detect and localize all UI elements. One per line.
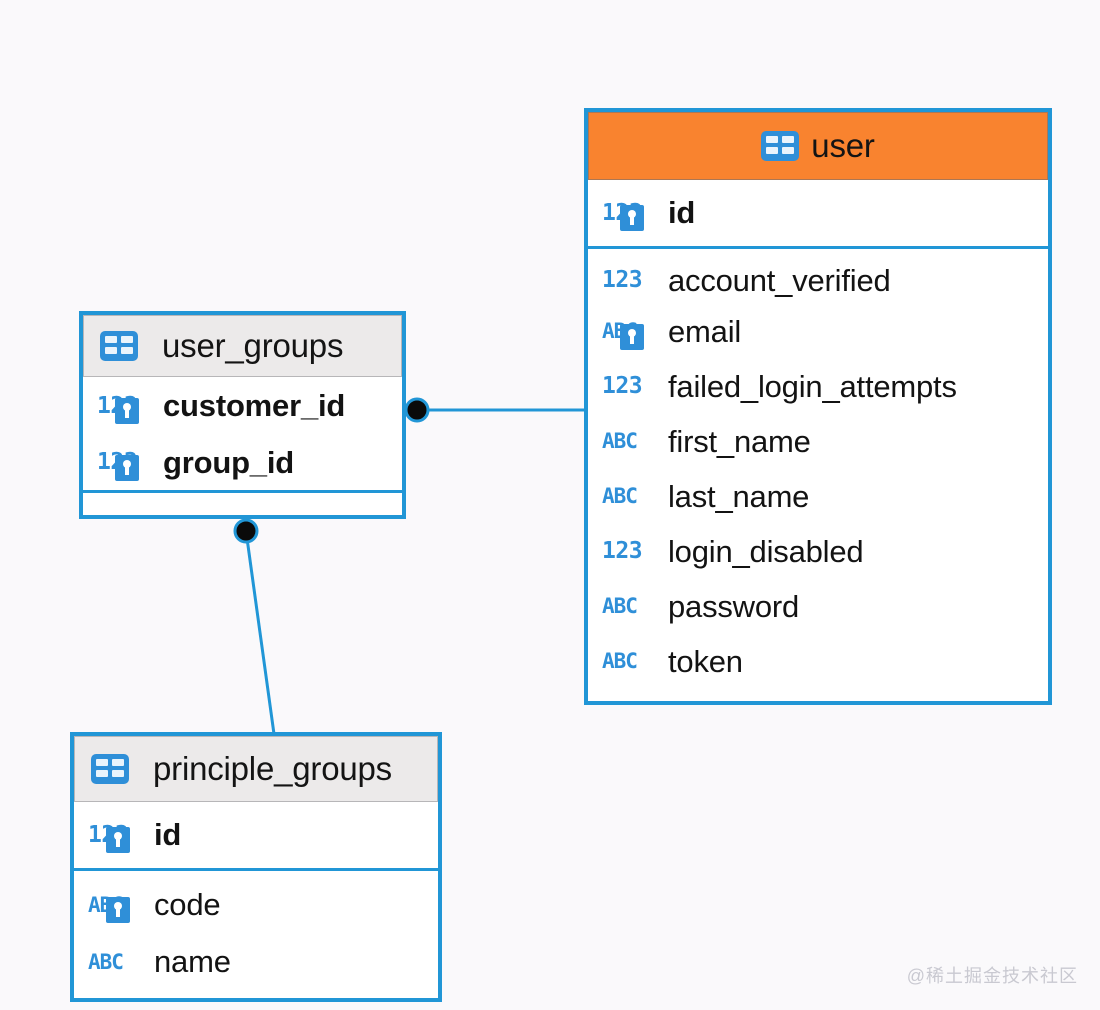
type-indicator-number-key: 123	[97, 386, 151, 426]
field-row[interactable]: 123 account_verified	[588, 249, 1048, 304]
entity-section-keys: 123 id	[588, 180, 1048, 246]
field-row[interactable]: 123 id	[588, 180, 1048, 246]
field-name: group_id	[163, 444, 294, 480]
type-indicator-string: ABC	[602, 484, 638, 508]
entity-section-columns: ABC code ABC name	[74, 868, 438, 991]
primary-key-icon	[115, 398, 139, 424]
relationship-line-user-groups-principle-groups	[244, 530, 276, 735]
entity-user-groups[interactable]: user_groups 123 customer_id 123 group_id	[79, 311, 406, 519]
type-indicator-number-key: 123	[88, 815, 142, 855]
entity-section-columns-empty	[83, 490, 402, 512]
type-indicator-string: ABC	[602, 649, 638, 673]
table-icon	[91, 754, 129, 784]
field-row[interactable]: 123 customer_id	[83, 377, 402, 435]
type-indicator-string-key: ABC	[88, 885, 142, 925]
field-name: code	[154, 887, 221, 922]
field-row[interactable]: ABC password	[588, 579, 1048, 634]
field-row[interactable]: ABC token	[588, 634, 1048, 689]
type-indicator-number: 123	[602, 267, 643, 293]
entity-header-user-groups[interactable]: user_groups	[83, 315, 402, 377]
entity-header-principle-groups[interactable]: principle_groups	[74, 736, 438, 802]
type-indicator-string-key: ABC	[602, 312, 656, 352]
field-name: last_name	[668, 478, 810, 514]
entity-principle-groups[interactable]: principle_groups 123 id ABC code	[70, 732, 442, 1002]
type-indicator-number-key: 123	[602, 193, 656, 233]
field-row[interactable]: ABC code	[74, 871, 438, 933]
field-name: customer_id	[163, 388, 346, 423]
field-row[interactable]: ABC email	[588, 304, 1048, 359]
type-indicator-string: ABC	[602, 429, 638, 453]
field-row[interactable]: 123 id	[74, 802, 438, 868]
field-row[interactable]: 123 group_id	[83, 435, 402, 490]
type-indicator-number: 123	[602, 373, 643, 399]
type-indicator-number: 123	[602, 538, 643, 564]
entity-header-user[interactable]: user	[588, 112, 1048, 180]
field-row[interactable]: ABC name	[74, 933, 438, 991]
entity-section-keys: 123 id	[74, 802, 438, 868]
relationship-endpoint-principle-groups	[233, 518, 259, 544]
entity-title: principle_groups	[153, 750, 392, 787]
field-name: password	[668, 588, 800, 624]
type-indicator-number-key: 123	[97, 443, 151, 483]
field-name: token	[668, 643, 743, 679]
primary-key-icon	[115, 454, 139, 481]
entity-section-columns: 123 account_verified ABC email 123 faile…	[588, 246, 1048, 689]
field-row[interactable]: 123 failed_login_attempts	[588, 359, 1048, 414]
watermark: @稀土掘金技术社区	[906, 966, 1078, 986]
unique-key-icon	[620, 323, 644, 350]
entity-title: user_groups	[162, 327, 344, 364]
relationship-endpoint-user-groups	[404, 397, 430, 423]
table-icon	[761, 131, 800, 161]
field-name: first_name	[668, 423, 811, 459]
field-name: name	[154, 944, 231, 979]
field-name: email	[668, 313, 742, 349]
field-name: id	[668, 195, 696, 230]
primary-key-icon	[106, 827, 130, 853]
entity-section-keys: 123 customer_id 123 group_id	[83, 377, 402, 490]
entity-title: user	[811, 127, 875, 164]
field-row[interactable]: 123 login_disabled	[588, 524, 1048, 579]
field-row[interactable]: ABC last_name	[588, 469, 1048, 524]
table-icon	[100, 331, 138, 361]
field-name: login_disabled	[668, 533, 864, 569]
field-name: account_verified	[668, 262, 891, 298]
field-name: id	[154, 817, 182, 852]
unique-key-icon	[106, 897, 130, 923]
type-indicator-string: ABC	[602, 594, 638, 618]
type-indicator-string: ABC	[88, 949, 124, 974]
primary-key-icon	[620, 205, 644, 231]
entity-user[interactable]: user 123 id 123 account_verified ABC	[584, 108, 1052, 705]
field-name: failed_login_attempts	[668, 368, 957, 404]
field-row[interactable]: ABC first_name	[588, 414, 1048, 469]
